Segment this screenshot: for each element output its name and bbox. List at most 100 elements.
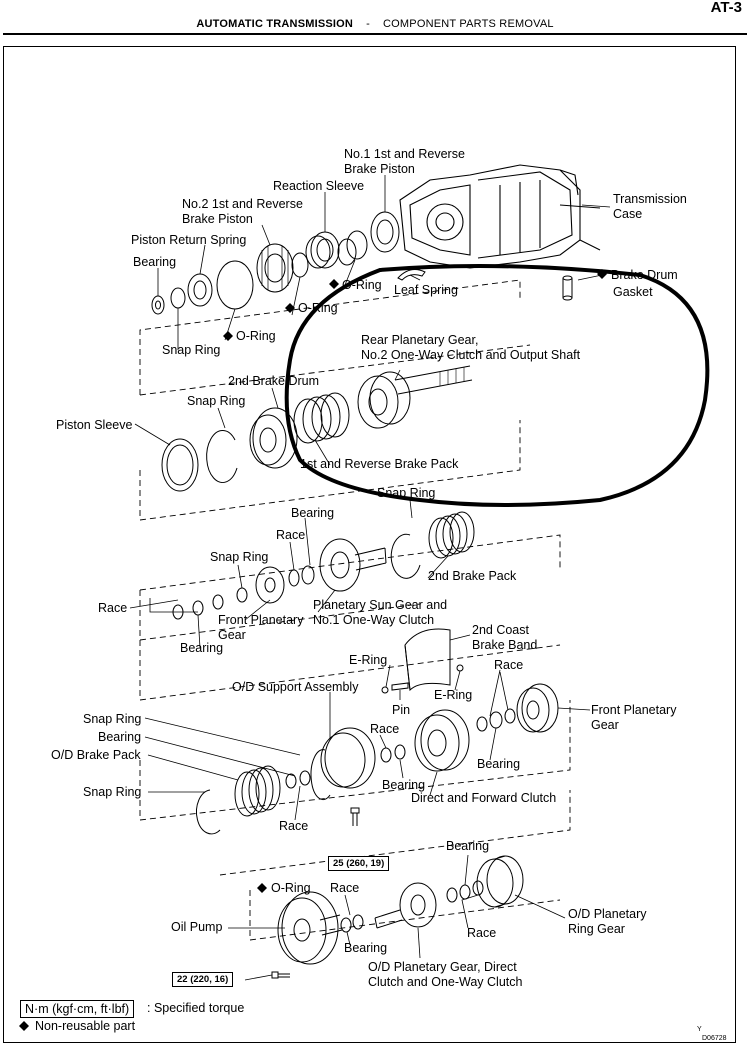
label-front-planetary-a-line1: Front Planetary xyxy=(218,613,304,627)
brake-band-drawing xyxy=(404,628,451,692)
label-bearing-6: Bearing xyxy=(382,778,426,792)
sun-gear-drawing xyxy=(319,538,387,592)
label-oil-pump: Oil Pump xyxy=(171,920,223,934)
label-od-ring-gear-line1: O/D Planetary xyxy=(568,907,647,921)
race-drawing-g xyxy=(299,770,311,786)
brake-pack-drawing-a xyxy=(293,392,350,444)
transmission-case-drawing xyxy=(399,164,601,269)
label-race-5: Race xyxy=(279,819,309,833)
label-brake-drum-gasket-line1: Brake Drum xyxy=(611,268,678,282)
label-race-6: Race xyxy=(330,881,360,895)
page-header: AUTOMATIC TRANSMISSION - COMPONENT PARTS… xyxy=(0,18,750,30)
bearing-drawing-c xyxy=(192,600,204,616)
label-bearing-top: Bearing xyxy=(133,255,177,269)
label-front-planetary-b-line2: Gear xyxy=(591,718,619,732)
od-brake-pack-drawing xyxy=(234,765,281,817)
label-od-support-assembly: O/D Support Assembly xyxy=(232,680,359,694)
label-second-brake-pack: 2nd Brake Pack xyxy=(428,569,517,583)
bearing-drawing-e xyxy=(394,744,406,760)
label-o-ring-mid: O-Ring xyxy=(298,301,338,315)
legend-nonreusable: Non-reusable part xyxy=(35,1019,136,1033)
pin-drawing xyxy=(391,682,409,691)
label-bearing-2: Bearing xyxy=(291,506,335,520)
label-od-planetary-gear-line1: O/D Planetary Gear, Direct xyxy=(368,960,517,974)
diamond-icon xyxy=(285,303,295,313)
second-brake-drum-drawing xyxy=(249,407,298,469)
bearing-drawing-b xyxy=(301,565,315,585)
label-snap-ring-4: Snap Ring xyxy=(210,550,269,564)
label-no1-piston-line2: Brake Piston xyxy=(344,162,415,176)
leaf-spring-drawing xyxy=(397,269,426,281)
brake-drum-gasket-drawing xyxy=(562,275,573,301)
label-planetary-sun-gear-line2: No.1 One-Way Clutch xyxy=(313,613,435,627)
bearing-drawing-d xyxy=(489,711,503,729)
label-e-ring-1: E-Ring xyxy=(349,653,388,667)
bearing-drawing-a xyxy=(151,295,165,315)
label-race-1: Race xyxy=(276,528,306,542)
header-rule xyxy=(3,33,747,35)
e-ring-drawing-a xyxy=(456,664,464,672)
front-planetary-drawing-b xyxy=(516,683,559,733)
piston-sleeve-drawing xyxy=(161,438,199,492)
label-second-coast-band-line1: 2nd Coast xyxy=(472,623,529,637)
diagram-frame xyxy=(3,46,736,1043)
label-rear-planetary-line1: Rear Planetary Gear, xyxy=(361,333,479,347)
diamond-icon xyxy=(19,1021,29,1031)
label-planetary-sun-gear-line1: Planetary Sun Gear and xyxy=(313,598,448,612)
bearing-drawing-f xyxy=(285,773,297,789)
reaction-sleeve-drawing xyxy=(305,231,340,269)
o-ring-drawing-d xyxy=(216,260,254,310)
diamond-icon xyxy=(223,331,233,341)
highlight-loop xyxy=(284,264,710,507)
o-ring-drawing-a xyxy=(346,230,368,260)
o-ring-drawing-b xyxy=(337,238,357,266)
label-first-reverse-brake-pack: 1st and Reverse Brake Pack xyxy=(300,457,459,471)
race-drawing-b xyxy=(212,594,224,610)
label-o-ring-right: O-Ring xyxy=(342,278,382,292)
oil-pump-drawing xyxy=(277,891,343,965)
race-drawing-e xyxy=(476,716,488,732)
no2-piston-drawing xyxy=(256,243,294,293)
no1-piston-drawing xyxy=(370,211,400,253)
race-drawing-d xyxy=(504,708,516,724)
label-front-planetary-a-line2: Gear xyxy=(218,628,246,642)
label-od-ring-gear-line2: Ring Gear xyxy=(568,922,625,936)
label-bearing-3: Bearing xyxy=(180,641,224,655)
label-transmission-case-line2: Case xyxy=(613,207,643,221)
front-planetary-drawing-a xyxy=(255,566,285,604)
race-drawing-f xyxy=(380,747,392,763)
label-no2-piston-line1: No.2 1st and Reverse xyxy=(182,197,303,211)
race-drawing-i xyxy=(352,914,364,930)
label-race-4: Race xyxy=(370,722,400,736)
label-snap-ring-6: Snap Ring xyxy=(83,785,142,799)
label-leaf-spring: Leaf Spring xyxy=(394,283,458,297)
label-reaction-sleeve: Reaction Sleeve xyxy=(273,179,365,193)
race-drawing-a xyxy=(288,569,300,587)
brake-pack-drawing-b xyxy=(428,511,475,559)
label-bearing-5: Bearing xyxy=(477,757,521,771)
snap-ring-drawing-e xyxy=(196,789,221,835)
label-bearing-7: Bearing xyxy=(446,839,490,853)
diamond-icons xyxy=(19,269,607,1031)
label-rear-planetary-line2: No.2 One-Way Clutch and Output Shaft xyxy=(361,348,581,362)
label-od-planetary-gear-line2: Clutch and One-Way Clutch xyxy=(368,975,523,989)
figure-mark: Y xyxy=(697,1026,702,1033)
label-front-planetary-b-line1: Front Planetary xyxy=(591,703,677,717)
diamond-icon xyxy=(257,883,267,893)
torque-label-upper: 25 (260, 19) xyxy=(328,856,390,871)
o-ring-drawing-c xyxy=(291,252,309,278)
subsection-title: COMPONENT PARTS REMOVAL xyxy=(383,18,554,30)
snap-ring-drawing-d xyxy=(236,587,248,603)
snap-ring-drawing-b xyxy=(206,430,238,484)
torque-label-lower: 22 (220, 16) xyxy=(172,972,234,987)
od-ring-gear-drawing xyxy=(476,855,524,908)
figure-code: D06728 xyxy=(702,1035,727,1042)
od-planetary-gear-drawing xyxy=(374,882,437,929)
snap-ring-drawing-c xyxy=(390,533,421,579)
diamond-icon xyxy=(597,269,607,279)
label-bearing-4: Bearing xyxy=(98,730,142,744)
label-snap-ring-5: Snap Ring xyxy=(83,712,142,726)
label-e-ring-2: E-Ring xyxy=(434,688,473,702)
label-no1-piston-line1: No.1 1st and Reverse xyxy=(344,147,465,161)
